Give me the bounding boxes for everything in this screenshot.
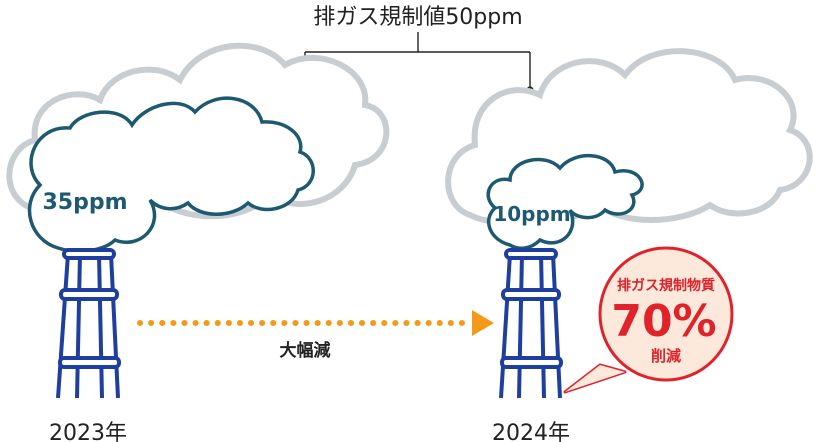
chimney-left: [56, 248, 121, 399]
reduction-arrow: [137, 310, 494, 336]
badge-percent: 70%: [611, 296, 716, 347]
emission-cloud-left: [27, 96, 315, 253]
badge-line3: 削減: [651, 347, 681, 365]
badge-line1: 排ガス規制物質: [617, 277, 715, 294]
right-value-label: 10ppm: [493, 202, 570, 226]
left-value-label: 35ppm: [42, 190, 127, 215]
reduction-badge: [563, 246, 734, 394]
chimney-right: [499, 248, 563, 399]
right-year-label: 2024年: [492, 421, 570, 442]
emission-cloud-right: [486, 153, 644, 251]
arrow-label: 大幅減: [280, 340, 331, 361]
limit-label: 排ガス規制値50ppm: [313, 5, 522, 30]
left-year-label: 2023年: [49, 421, 127, 442]
